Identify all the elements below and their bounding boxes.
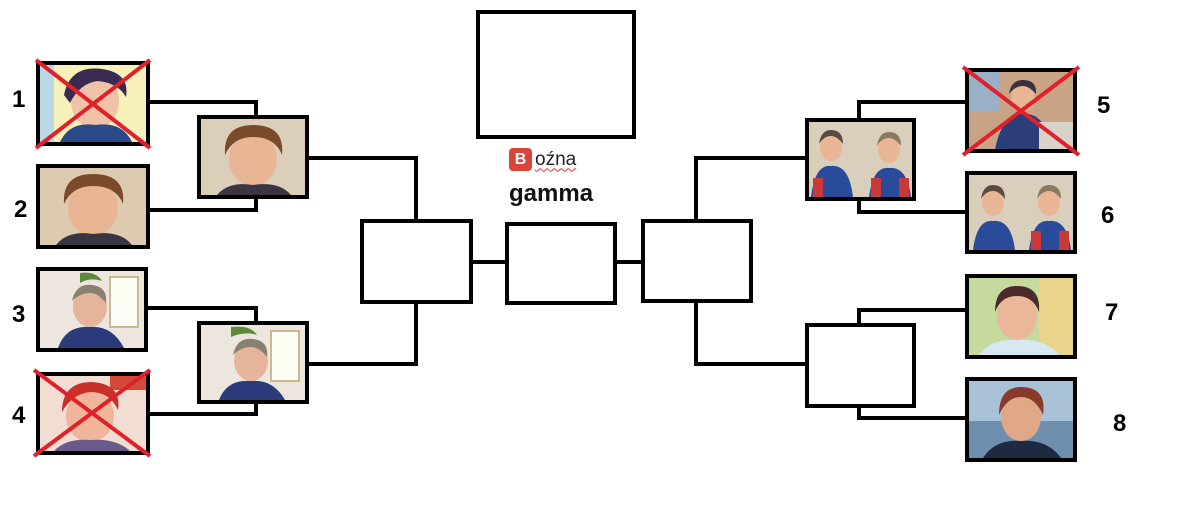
seed-number-8: 8 xyxy=(1113,410,1127,437)
portrait-icon xyxy=(969,381,1073,458)
seed-number-4: 4 xyxy=(12,402,26,429)
bracket-line xyxy=(857,100,969,122)
contestant-photo-3[interactable] xyxy=(36,267,148,352)
bracket-line xyxy=(146,194,258,212)
quarterfinal-left-photo-2[interactable] xyxy=(197,321,309,404)
contestant-photo-5[interactable] xyxy=(965,68,1077,153)
bracket-line xyxy=(694,156,809,223)
seed-number-5: 5 xyxy=(1097,92,1111,119)
portrait-icon xyxy=(969,72,1073,149)
bracket-line xyxy=(306,156,418,223)
seed-number-3: 3 xyxy=(12,301,26,328)
portrait-icon xyxy=(40,168,146,245)
semifinal-right-slot xyxy=(641,219,753,303)
contestant-photo-7[interactable] xyxy=(965,274,1077,359)
bracket-line xyxy=(146,100,258,120)
portrait-icon xyxy=(809,122,912,197)
contestant-photo-8[interactable] xyxy=(965,377,1077,462)
subtitle: gamma xyxy=(509,180,594,207)
final-slot xyxy=(505,222,617,305)
logo-badge-icon: B xyxy=(509,148,532,171)
seed-number-6: 6 xyxy=(1101,202,1115,229)
logo-text: oźna xyxy=(535,148,577,170)
portrait-icon xyxy=(201,119,305,195)
quarterfinal-right-photo-1[interactable] xyxy=(805,118,916,201)
bracket-line xyxy=(146,306,258,326)
quarterfinal-left-photo-1[interactable] xyxy=(197,115,309,199)
portrait-icon xyxy=(40,271,144,348)
bracket-line xyxy=(857,403,969,420)
seed-number-7: 7 xyxy=(1105,299,1119,326)
bracket-line xyxy=(857,197,969,214)
portrait-icon xyxy=(40,65,146,142)
contestant-photo-6[interactable] xyxy=(965,171,1077,254)
semifinal-left-slot xyxy=(360,219,473,304)
quarterfinal-right-slot-2 xyxy=(805,323,916,408)
portrait-icon xyxy=(969,278,1073,355)
contestant-photo-4[interactable] xyxy=(36,372,150,455)
bracket-line xyxy=(694,300,809,366)
portrait-icon xyxy=(201,325,305,400)
seed-number-1: 1 xyxy=(12,86,26,113)
bracket-line xyxy=(857,308,969,327)
bracket-line xyxy=(146,399,258,416)
seed-number-2: 2 xyxy=(14,196,28,223)
contestant-photo-1[interactable] xyxy=(36,61,150,146)
portrait-icon xyxy=(40,376,146,451)
logo: B oźna xyxy=(509,148,576,171)
contestant-photo-2[interactable] xyxy=(36,164,150,249)
portrait-icon xyxy=(969,175,1073,250)
winner-slot xyxy=(476,10,636,139)
bracket-line xyxy=(306,300,418,366)
